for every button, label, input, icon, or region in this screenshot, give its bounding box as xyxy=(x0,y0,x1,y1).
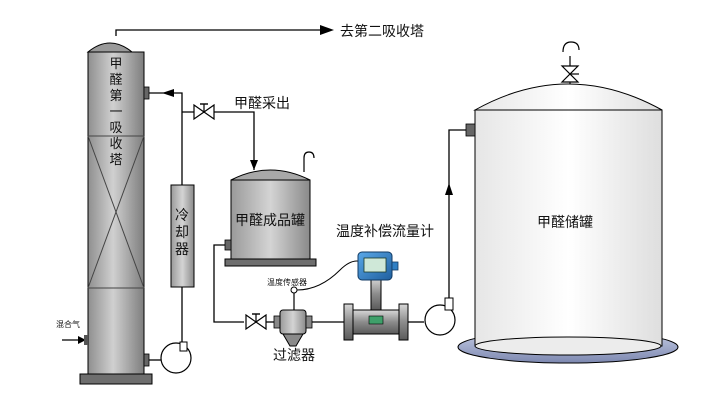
outlet-pipe xyxy=(115,29,320,36)
label-flowmeter: 温度补偿流量计 xyxy=(336,224,434,240)
tower-nozzle-upper xyxy=(143,86,150,100)
pump-icon xyxy=(424,297,456,336)
cooler-char-1: 却 xyxy=(175,225,189,241)
valve-icon xyxy=(193,103,215,121)
arrow-icon xyxy=(320,25,334,35)
arrow-icon xyxy=(78,336,86,344)
extraction-pipe xyxy=(182,111,255,170)
absorption-tower: 甲 醛 第 一 吸 收 塔 xyxy=(79,42,153,385)
tower-char-5: 收 xyxy=(109,137,122,152)
recirculation-pipe-top xyxy=(149,92,183,185)
tower-nozzle-lower xyxy=(143,353,150,367)
storage-tank: 甲醛储罐 xyxy=(457,83,679,364)
tower-char-0: 甲 xyxy=(109,57,122,72)
label-product-tank: 甲醛成品罐 xyxy=(235,213,305,229)
label-extraction: 甲醛采出 xyxy=(234,96,290,112)
label-storage-tank: 甲醛储罐 xyxy=(537,215,593,231)
temperature-sensor xyxy=(290,260,363,310)
feed-pipe xyxy=(213,244,244,323)
label-to-second-tower: 去第二吸收塔 xyxy=(340,23,424,40)
cooler: 冷 却 器 xyxy=(170,184,195,288)
arrow-icon xyxy=(250,160,258,170)
cooler-char-2: 器 xyxy=(175,242,189,258)
filter-icon xyxy=(273,309,313,347)
tower-char-3: 一 xyxy=(109,105,122,120)
valve-icon xyxy=(560,65,580,83)
tower-char-4: 吸 xyxy=(109,121,122,136)
label-temp-sensor: 温度传感器 xyxy=(267,277,307,287)
tank-inlet-pipe xyxy=(448,129,466,298)
cooler-char-0: 冷 xyxy=(175,208,189,224)
label-filter: 过滤器 xyxy=(273,348,315,364)
valve-icon xyxy=(245,313,267,331)
label-mixed-gas: 混合气 xyxy=(56,319,80,329)
product-tank: 甲醛成品罐 xyxy=(224,151,317,267)
tower-char-6: 塔 xyxy=(109,153,122,168)
tower-char-2: 第 xyxy=(109,89,122,104)
arrow-icon xyxy=(445,183,453,195)
vent-valve xyxy=(560,41,580,84)
flowmeter-icon xyxy=(343,251,409,341)
tower-char-1: 醛 xyxy=(109,72,122,88)
arrow-icon xyxy=(162,89,174,97)
pump-icon xyxy=(160,341,192,374)
